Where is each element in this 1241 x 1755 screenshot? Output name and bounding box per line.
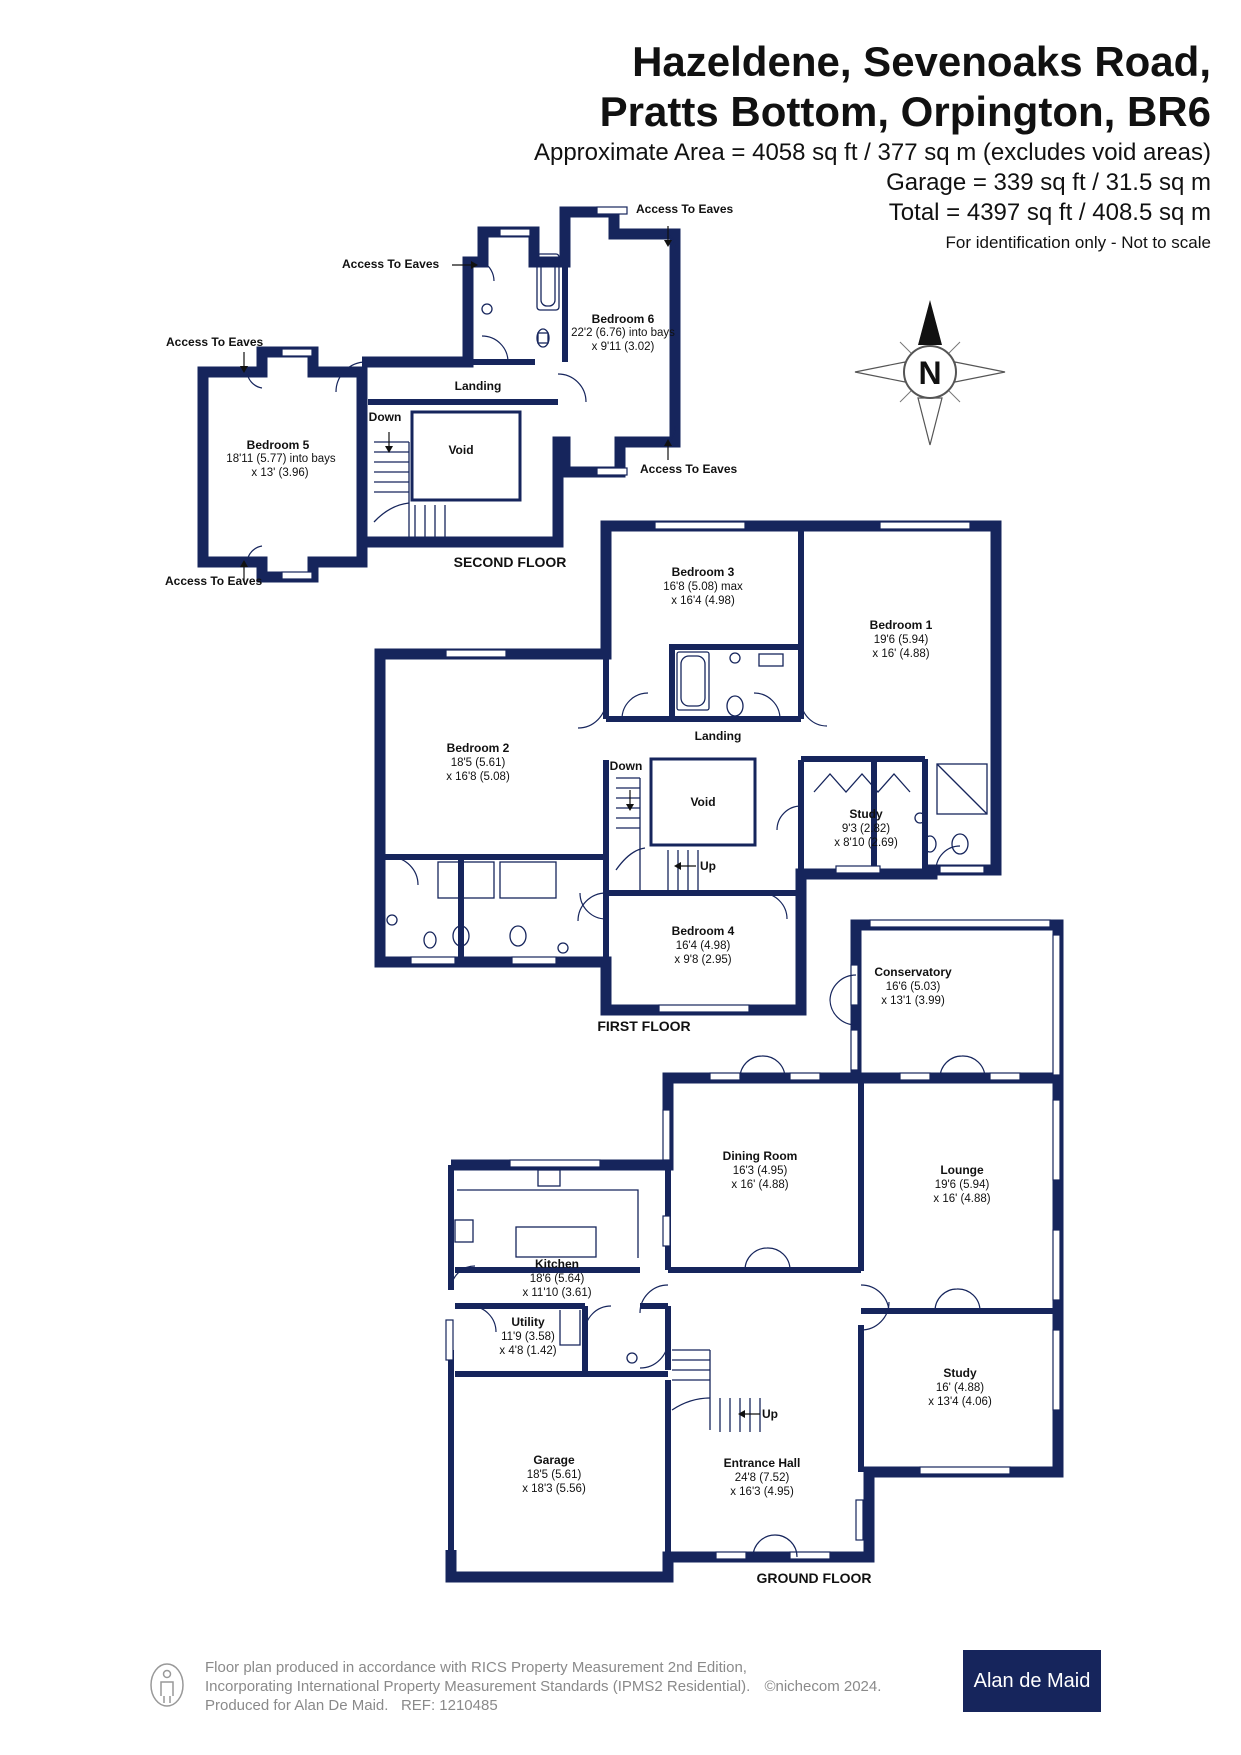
conservatory-label: Conservatory <box>874 965 952 979</box>
bedroom-3-dim-2: x 16'4 (4.98) <box>671 595 735 607</box>
kitchen-dim-2: x 11'10 (3.61) <box>522 1287 591 1299</box>
address-line-2: Pratts Bottom, Orpington, BR6 <box>599 88 1211 135</box>
utility-dim-1: 11'9 (3.58) <box>501 1331 555 1343</box>
bedroom-1-dim-1: 19'6 (5.94) <box>874 634 929 646</box>
entrance-hall-label: Entrance Hall <box>724 1456 801 1470</box>
eaves-label-bathroom: Access To Eaves <box>342 257 439 271</box>
bedroom-6-dim-1: 22'2 (6.76) into bays <box>571 327 675 339</box>
eaves-label-bedroom6-bottom: Access To Eaves <box>640 462 737 476</box>
compass-icon: N <box>854 300 1006 446</box>
footer-credits: Floor plan produced in accordance with R… <box>205 1658 881 1715</box>
footer-line-2: Incorporating International Property Mea… <box>205 1678 751 1695</box>
footer-copyright: ©nichecom 2024. <box>764 1678 882 1695</box>
bedroom-2-dim-1: 18'5 (5.61) <box>451 757 506 769</box>
footer-line-1: Floor plan produced in accordance with R… <box>205 1659 747 1676</box>
first-floor-landing-label: Landing <box>695 729 742 743</box>
ground-floor-title: GROUND FLOOR <box>756 1570 871 1586</box>
dining-room-dim-1: 16'3 (4.95) <box>733 1165 788 1177</box>
bedroom-5-label: Bedroom 5 <box>247 438 310 452</box>
compass-north-label: N <box>918 355 941 391</box>
bedroom-2-label: Bedroom 2 <box>447 741 510 755</box>
study-ground-floor-dim-2: x 13'4 (4.06) <box>928 1396 992 1408</box>
eaves-label-bedroom5-top: Access To Eaves <box>166 335 263 349</box>
study-ground-floor-dim-1: 16' (4.88) <box>936 1382 984 1394</box>
garage-area: Garage = 339 sq ft / 31.5 sq m <box>886 169 1211 196</box>
eaves-label-bedroom5-bottom: Access To Eaves <box>165 574 262 588</box>
conservatory-dim-1: 16'6 (5.03) <box>886 981 941 993</box>
lounge-label: Lounge <box>940 1163 984 1177</box>
second-floor-plan: Bedroom 5 18'11 (5.77) into bays x 13' (… <box>165 202 737 588</box>
garage-dim-2: x 18'3 (5.56) <box>522 1483 586 1495</box>
second-floor-void-label: Void <box>448 443 473 457</box>
bedroom-5-dim-2: x 13' (3.96) <box>251 467 308 479</box>
first-floor-down-label: Down <box>610 759 643 773</box>
second-floor-landing-label: Landing <box>455 379 502 393</box>
brand-logo: Alan de Maid <box>963 1650 1101 1712</box>
bedroom-4-label: Bedroom 4 <box>672 924 735 938</box>
eaves-label-bedroom6-top: Access To Eaves <box>636 202 733 216</box>
utility-label: Utility <box>511 1315 545 1329</box>
dining-room-dim-2: x 16' (4.88) <box>731 1179 788 1191</box>
bedroom-4-dim-1: 16'4 (4.98) <box>676 940 731 952</box>
study-ground-floor-label: Study <box>943 1366 977 1380</box>
ground-floor-plan: Conservatory 16'6 (5.03) x 13'1 (3.99) D… <box>445 919 1064 1586</box>
scale-note: For identification only - Not to scale <box>945 233 1211 252</box>
garage-label: Garage <box>533 1453 575 1467</box>
utility-dim-2: x 4'8 (1.42) <box>499 1345 556 1357</box>
study-first-floor-label: Study <box>849 807 883 821</box>
bedroom-3-label: Bedroom 3 <box>672 565 735 579</box>
kitchen-dim-1: 18'6 (5.64) <box>530 1273 585 1285</box>
approximate-area: Approximate Area = 4058 sq ft / 377 sq m… <box>533 139 1211 166</box>
person-icon <box>150 1663 184 1707</box>
second-floor-title: SECOND FLOOR <box>454 554 567 570</box>
ground-floor-up-label: Up <box>762 1407 778 1421</box>
lounge-dim-1: 19'6 (5.94) <box>935 1179 990 1191</box>
dining-room-label: Dining Room <box>723 1149 798 1163</box>
bedroom-2-dim-2: x 16'8 (5.08) <box>446 771 510 783</box>
footer-line-2-row: Incorporating International Property Mea… <box>205 1677 881 1696</box>
bedroom-4-dim-2: x 9'8 (2.95) <box>674 954 731 966</box>
bedroom-1-label: Bedroom 1 <box>870 618 933 632</box>
kitchen-label: Kitchen <box>535 1257 579 1271</box>
study-first-floor-dim-2: x 8'10 (2.69) <box>834 837 898 849</box>
bedroom-5-dim-1: 18'11 (5.77) into bays <box>226 453 336 465</box>
study-first-floor-dim-1: 9'3 (2.82) <box>842 823 890 835</box>
second-floor-down-label: Down <box>369 410 402 424</box>
bedroom-6-dim-2: x 9'11 (3.02) <box>592 341 655 353</box>
footer-line-3: Produced for Alan De Maid. REF: 1210485 <box>205 1697 498 1714</box>
bedroom-3-dim-1: 16'8 (5.08) max <box>663 581 743 593</box>
entrance-hall-dim-2: x 16'3 (4.95) <box>730 1486 794 1498</box>
bedroom-1-dim-2: x 16' (4.88) <box>872 648 929 660</box>
address-line-1: Hazeldene, Sevenoaks Road, <box>632 38 1211 85</box>
garage-dim-1: 18'5 (5.61) <box>527 1469 582 1481</box>
entrance-hall-dim-1: 24'8 (7.52) <box>735 1472 790 1484</box>
first-floor-up-label: Up <box>700 859 716 873</box>
first-floor-void-label: Void <box>690 795 715 809</box>
bedroom-6-label: Bedroom 6 <box>592 312 655 326</box>
first-floor-title: FIRST FLOOR <box>597 1018 690 1034</box>
conservatory-dim-2: x 13'1 (3.99) <box>881 995 945 1007</box>
first-floor-plan: Bedroom 2 18'5 (5.61) x 16'8 (5.08) Bedr… <box>374 520 1002 1034</box>
lounge-dim-2: x 16' (4.88) <box>933 1193 990 1205</box>
total-area: Total = 4397 sq ft / 408.5 sq m <box>888 199 1211 226</box>
